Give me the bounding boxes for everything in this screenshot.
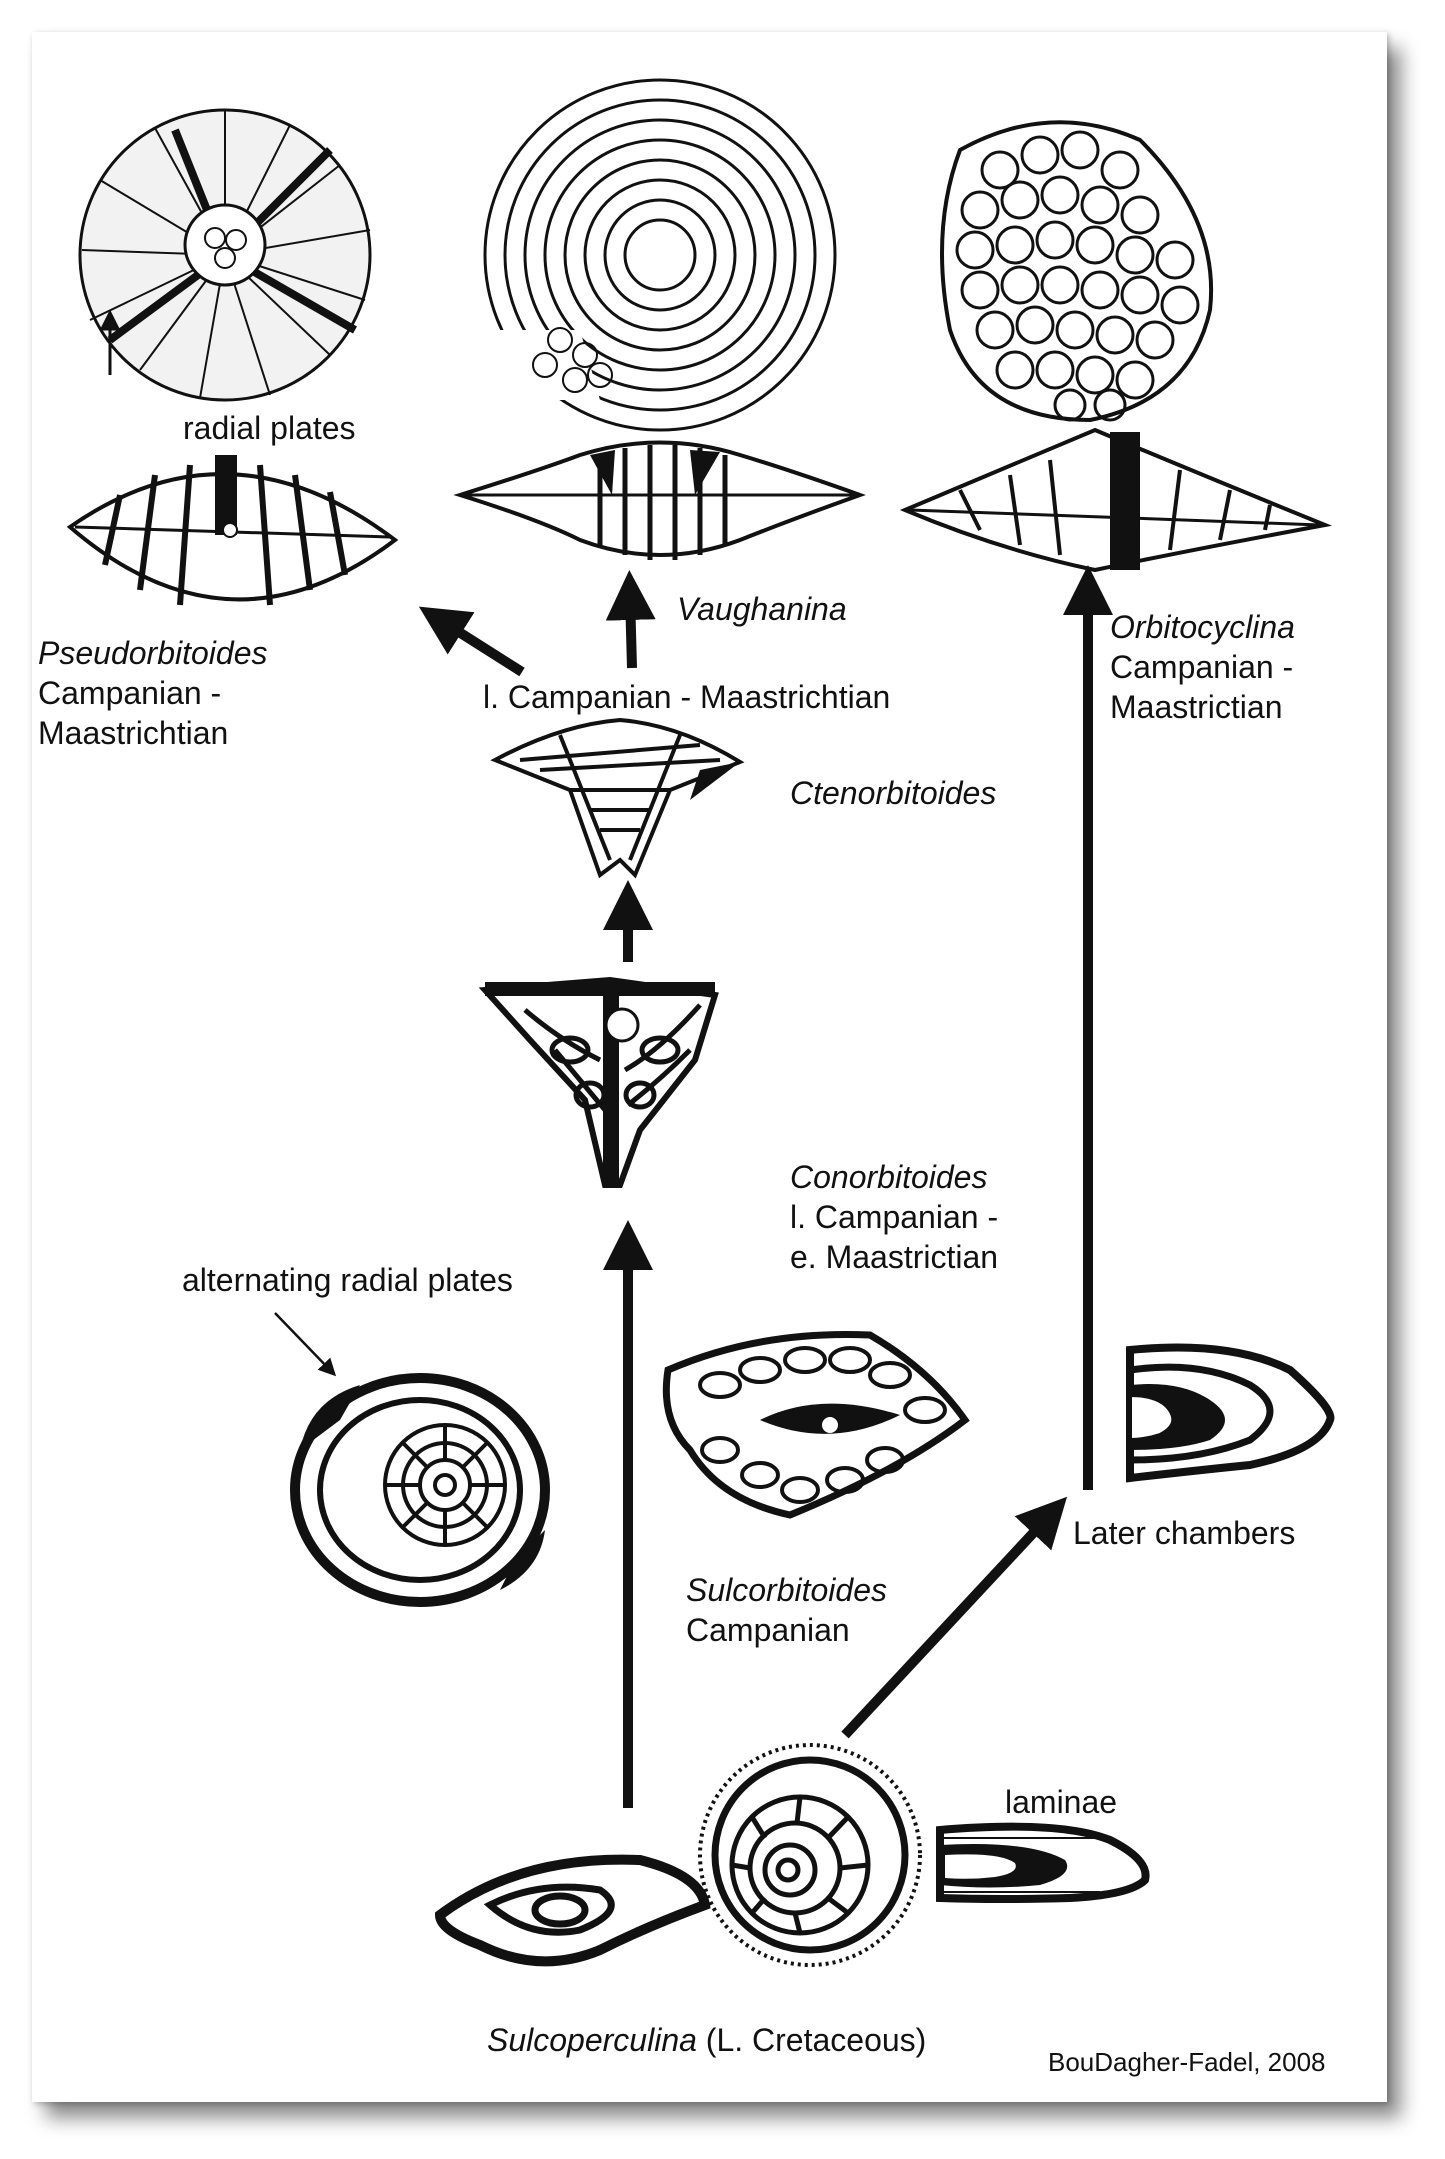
orbitocyclina-axial-section xyxy=(899,427,1333,573)
lineage-arrows xyxy=(418,565,1113,1808)
vaughanina-genus: Vaughanina xyxy=(677,591,847,627)
sulcoperculina-equatorial-section xyxy=(698,1743,922,1967)
label-laminae: laminae xyxy=(1005,1784,1118,1820)
credit-text: BouDagher-Fadel, 2008 xyxy=(1048,2047,1326,2077)
pseudorbitoides-genus: Pseudorbitoides xyxy=(38,635,268,671)
laminae-specimen xyxy=(936,1822,1150,1903)
label-conorbitoides-genus: Conorbitoides xyxy=(790,1157,987,1197)
label-vaughanina-genus: Vaughanina xyxy=(677,589,847,629)
pseudorbitoides-equatorial-section xyxy=(78,108,372,402)
label-ctenorbitoides-genus: Ctenorbitoides xyxy=(790,773,996,813)
arrow-center-to-vaughanina xyxy=(605,570,656,669)
sulcoperculina-age: (L. Cretaceous) xyxy=(705,2022,927,2058)
later-chambers-specimen xyxy=(1126,1343,1335,1483)
conorbitoides-section xyxy=(478,976,719,1188)
label-center-age: l. Campanian - Maastrichtian xyxy=(483,679,891,715)
sulcorbitoides-genus: Sulcorbitoides xyxy=(686,1572,887,1608)
alternating-radial-plates-specimen xyxy=(290,1373,550,1607)
label-conorbitoides-age1: l. Campanian - xyxy=(790,1199,999,1235)
orbitocyclina-genus: Orbitocyclina xyxy=(1110,609,1295,645)
label-sulcorbitoides-genus: Sulcorbitoides xyxy=(686,1570,887,1610)
label-pseudorbitoides-genus: Pseudorbitoides xyxy=(38,633,267,673)
label-pseudorbitoides-age1: Campanian - xyxy=(38,675,222,711)
ctenorbitoides-section xyxy=(490,717,745,879)
pseudorbitoides-axial-section xyxy=(66,455,399,606)
pointer-alternating-radial-plates xyxy=(274,1312,337,1377)
label-conorbitoides-age2: e. Maastrictian xyxy=(790,1239,999,1275)
arrow-sulcoperculina-to-later-chambers xyxy=(841,1496,1068,1739)
sulcoperculina-genus: Sulcoperculina xyxy=(487,2022,697,2058)
label-pseudorbitoides-age2: Maastrichtian xyxy=(38,715,229,751)
arrow-center-to-pseudorbitoides xyxy=(418,606,525,677)
label-orbitocyclina-genus: Orbitocyclina xyxy=(1110,607,1295,647)
sulcoperculina-axial-section xyxy=(434,1854,711,1967)
vaughanina-axial-section xyxy=(453,440,866,560)
label-sulcorbitoides-age: Campanian xyxy=(686,1612,850,1648)
sulcorbitoides-section xyxy=(662,1330,970,1519)
ctenorbitoides-genus: Ctenorbitoides xyxy=(790,775,997,811)
label-orbitocyclina-age1: Campanian - xyxy=(1110,649,1294,685)
conorbitoides-genus: Conorbitoides xyxy=(790,1159,988,1195)
label-sulcoperculina: Sulcoperculina (L. Cretaceous) xyxy=(487,2020,926,2060)
orbitocyclina-equatorial-section xyxy=(940,120,1214,423)
label-radial-plates: radial plates xyxy=(183,410,356,446)
vaughanina-equatorial-section xyxy=(480,78,837,432)
label-orbitocyclina-age2: Maastrictian xyxy=(1110,689,1283,725)
label-later-chambers: Later chambers xyxy=(1073,1515,1296,1551)
label-alternating-radial-plates: alternating radial plates xyxy=(182,1262,513,1298)
